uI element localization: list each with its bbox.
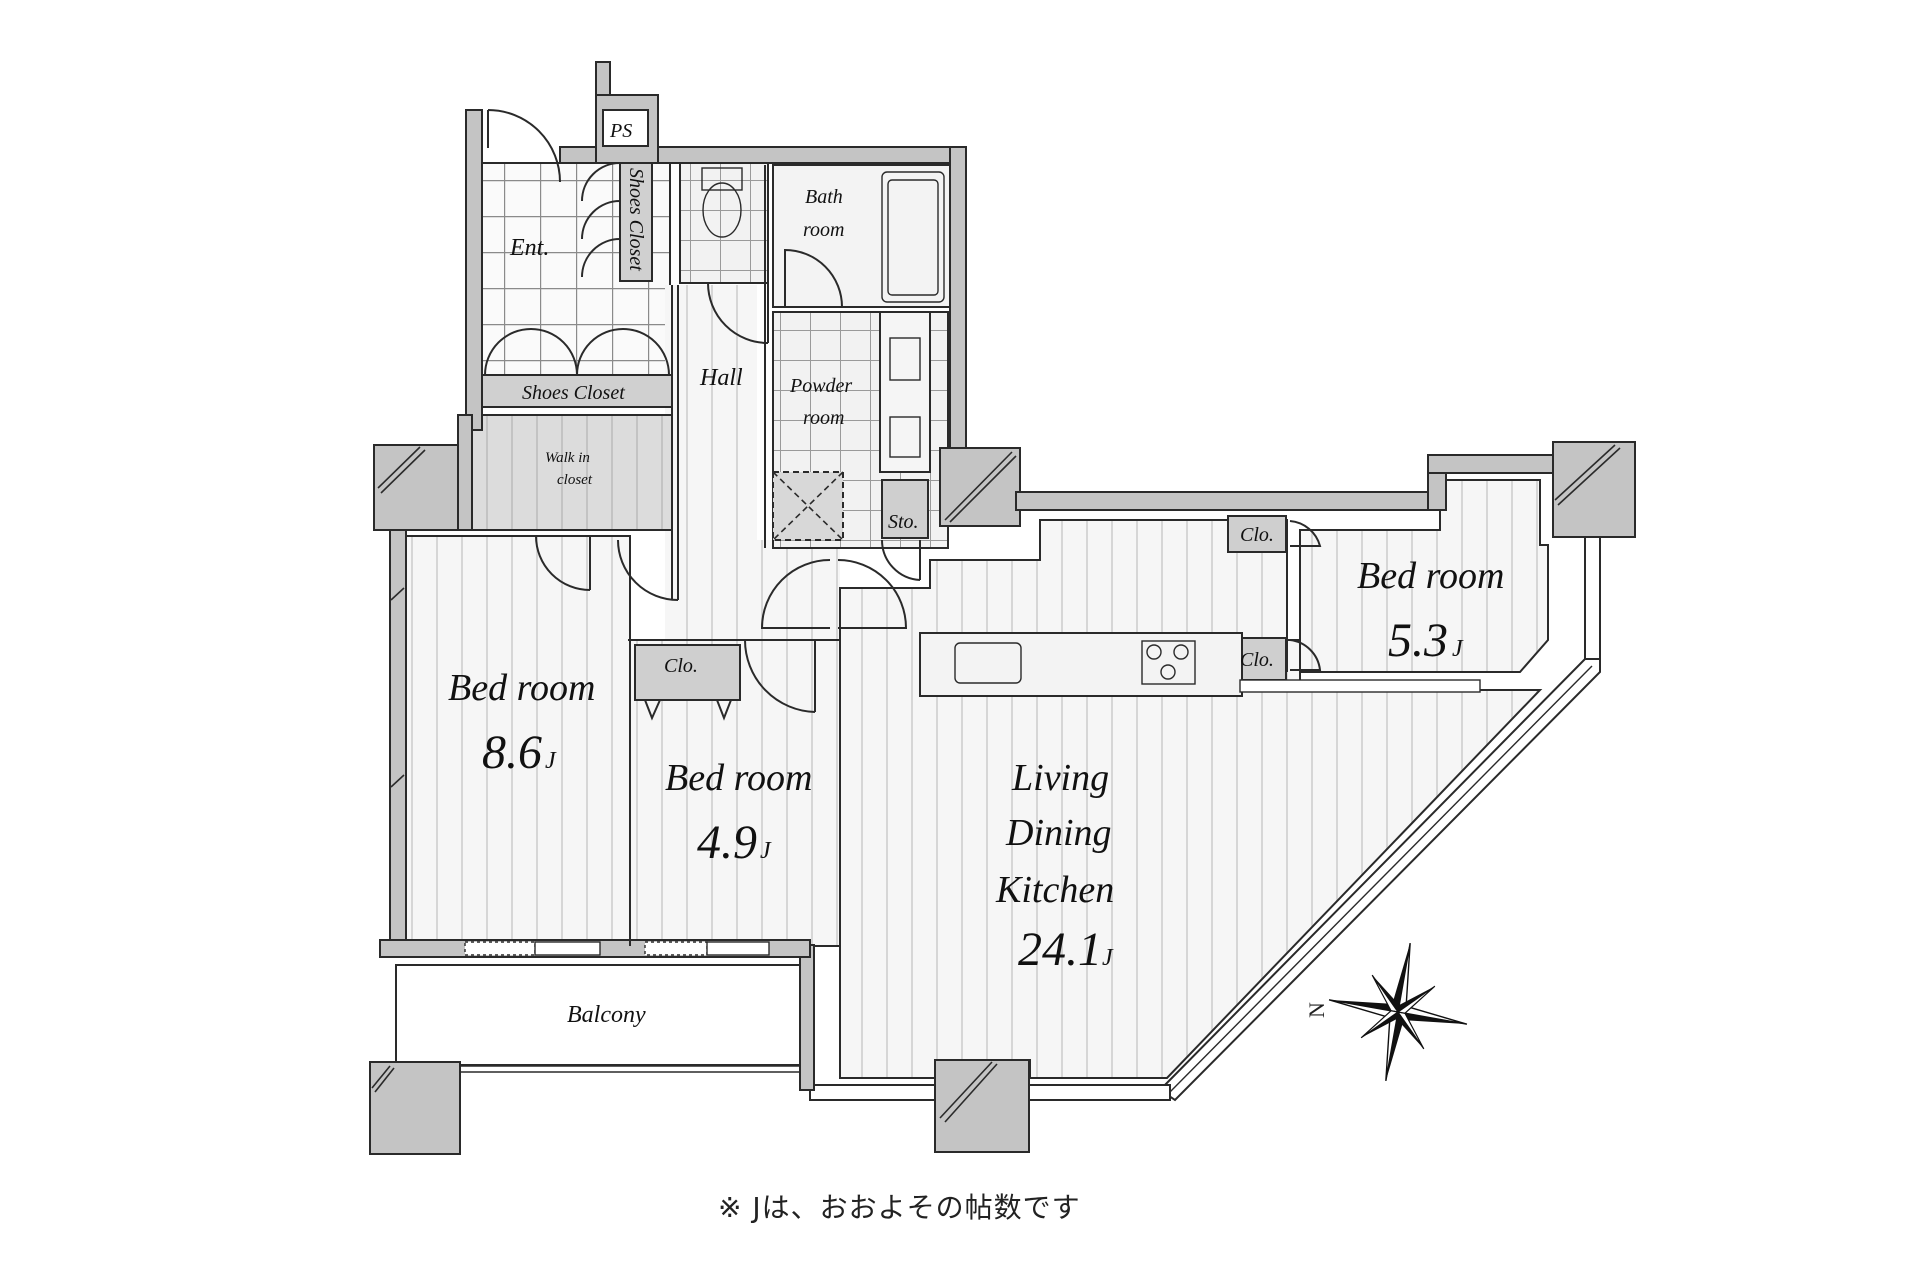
burner-2: [1173, 644, 1189, 660]
toilet-door[interactable]: [707, 282, 769, 344]
bathtub-inner: [887, 179, 939, 296]
washer-drain: [772, 471, 844, 541]
closet-small-door-right: [716, 699, 732, 721]
walk-in-closet-floor: [461, 414, 673, 531]
pipe-space-box: [602, 109, 649, 147]
ldk-label-line2: Dining: [1005, 812, 1112, 854]
storage-label: Sto.: [888, 511, 919, 533]
bedroom-large-size: 8.6: [482, 726, 542, 779]
bath-door[interactable]: [784, 248, 843, 308]
closet-bedroom-small-box: [634, 644, 741, 701]
toilet-tank: [701, 167, 743, 191]
bedroom-small-door[interactable]: [744, 639, 816, 713]
powder-room-label-line2: room: [803, 407, 844, 429]
area-unit-footnote: ※ Jは、おおよその帖数です: [718, 1191, 1081, 1224]
balcony-floor: [395, 964, 802, 1066]
powder-room-label-line1: Powder: [789, 375, 852, 397]
bedroom-small-unit: J: [760, 838, 772, 864]
shoes-closet-vertical-label: Shoes Closet: [625, 168, 647, 271]
closet-ldk-lower-label: Clo.: [1240, 649, 1274, 671]
ldk-size: 24.1: [1018, 923, 1102, 976]
walk-in-closet-label-line1: Walk in: [545, 450, 590, 466]
vanity-basin-1: [889, 337, 921, 381]
bedroom-right-size: 5.3: [1388, 614, 1448, 667]
bedroom-large-unit: J: [545, 748, 557, 774]
window-bedroom-large: [464, 941, 536, 956]
vanity-counter: [879, 311, 931, 473]
window-bedroom-right: [1239, 679, 1481, 693]
window-bedroom-large-glass: [534, 941, 601, 956]
burner-1: [1146, 644, 1162, 660]
toilet-floor: [679, 162, 769, 284]
walk-in-closet-door[interactable]: [535, 535, 591, 591]
closet-small-door-left: [644, 699, 661, 721]
powder-room-door[interactable]: [760, 559, 831, 629]
bedroom-large-door[interactable]: [617, 539, 679, 601]
entrance-label: Ent.: [509, 235, 549, 261]
closet-ldk-upper-label: Clo.: [1240, 524, 1274, 546]
bath-room-label-line1: Bath: [805, 186, 843, 208]
bathtub: [881, 171, 945, 303]
shoes-closet-door-2[interactable]: [581, 200, 621, 240]
vanity-basin-2: [889, 416, 921, 458]
shoes-closet-horizontal-label: Shoes Closet: [522, 382, 625, 404]
shoes-closet-vertical-box: [619, 162, 653, 282]
kitchen-counter: [919, 632, 1243, 697]
kitchen-stove: [1141, 640, 1196, 685]
entrance-door[interactable]: [487, 109, 561, 183]
walls: [369, 61, 1636, 1155]
window-bedroom-small: [644, 941, 708, 956]
hall-label: Hall: [699, 365, 743, 391]
walk-in-closet-label-line2: closet: [557, 472, 593, 488]
bath-room-floor: [772, 164, 954, 308]
compass-north-label: N: [1304, 1002, 1329, 1018]
shoes-closet-door-1[interactable]: [581, 162, 621, 202]
bedroom-right-unit: J: [1452, 636, 1464, 662]
storage-door[interactable]: [880, 539, 921, 581]
toilet-bowl: [702, 182, 742, 238]
bedroom-small-size: 4.9: [697, 816, 757, 869]
closet-ldk-upper-box: [1227, 515, 1287, 553]
shoes-closet-door-3[interactable]: [581, 238, 621, 278]
balcony-label: Balcony: [567, 1002, 646, 1028]
bedroom-large-label: Bed room: [448, 667, 595, 709]
burner-3: [1160, 664, 1176, 680]
window-bedroom-small-glass: [706, 941, 770, 956]
shoes-closet-door-5[interactable]: [576, 327, 670, 376]
ldk-label-line1: Living: [1011, 757, 1109, 799]
closet-bedroom-small-label: Clo.: [664, 655, 698, 677]
bedroom-large-floor: [404, 535, 631, 947]
closet-ldk-lower-door[interactable]: [1289, 639, 1322, 671]
shoes-closet-door-4[interactable]: [484, 327, 578, 376]
ldk-unit: J: [1102, 945, 1114, 971]
storage-box: [881, 479, 929, 539]
kitchen-sink: [954, 642, 1022, 684]
compass-rose-icon: N: [1304, 942, 1468, 1082]
closet-ldk-upper-door[interactable]: [1289, 520, 1322, 547]
ldk-label-line3: Kitchen: [995, 869, 1114, 911]
ldk-door[interactable]: [837, 559, 908, 629]
door-swings: [484, 109, 1322, 721]
bedroom-right-label: Bed room: [1357, 555, 1504, 597]
pipe-space-label: PS: [609, 120, 632, 142]
bath-room-label-line2: room: [803, 219, 844, 241]
bedroom-small-label: Bed room: [665, 757, 812, 799]
hall-floor-lower: [678, 540, 840, 640]
room-labels: Ent. PS Shoes Closet Shoes Closet Walk i…: [448, 120, 1504, 1028]
